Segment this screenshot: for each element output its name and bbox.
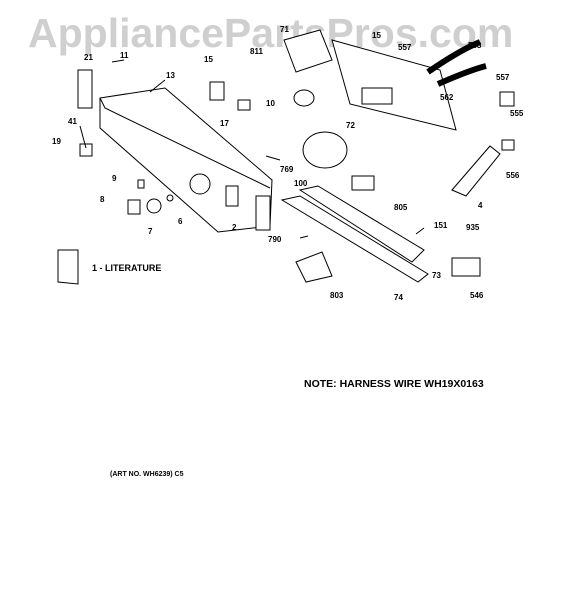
literature-booklet <box>57 249 79 285</box>
callout: 100 <box>294 179 308 188</box>
callout: 8 <box>100 195 105 204</box>
callout: 769 <box>280 165 294 174</box>
watermark: AppliancePartsPros.com <box>28 10 514 56</box>
callout: 71 <box>280 25 289 34</box>
harness-note: NOTE: HARNESS WIRE WH19X0163 <box>304 378 484 390</box>
callout: 11 <box>120 51 129 60</box>
art-number: (ART NO. WH6239) C5 <box>110 471 184 478</box>
callout-labels: 71 15 557 558 21 11 13 811 15 10 17 72 5… <box>52 25 524 302</box>
callout: 73 <box>432 271 441 280</box>
callout: 74 <box>394 293 403 302</box>
callout: 557 <box>398 43 412 52</box>
valve-part <box>351 175 375 191</box>
callout: 805 <box>394 203 408 212</box>
callout: 151 <box>434 221 448 230</box>
callout: 2 <box>232 223 237 232</box>
end-cap-part <box>77 69 93 109</box>
callout: 935 <box>466 223 480 232</box>
literature-label: 1 - LITERATURE <box>92 263 162 273</box>
callout: 21 <box>84 53 93 62</box>
callout: 72 <box>346 121 355 130</box>
harness-part <box>451 257 481 277</box>
callout: 803 <box>330 291 344 300</box>
callout: 557 <box>496 73 510 82</box>
callout: 6 <box>178 217 183 226</box>
callout: 790 <box>268 235 282 244</box>
callout: 17 <box>220 119 229 128</box>
callout: 15 <box>204 55 213 64</box>
motor-part <box>302 131 348 169</box>
callout: 811 <box>250 47 263 56</box>
tube-part <box>295 251 333 283</box>
callout: 555 <box>510 109 524 118</box>
callout: 546 <box>470 291 484 300</box>
knob-part <box>146 198 162 214</box>
callout: 556 <box>506 171 520 180</box>
callout: 13 <box>166 71 175 80</box>
callout: 558 <box>468 41 482 50</box>
switch-part <box>225 185 239 207</box>
callout: 7 <box>148 227 153 236</box>
rail-part <box>280 195 429 283</box>
callout: 10 <box>266 99 275 108</box>
bracket-part <box>451 145 501 197</box>
backsplash-part <box>331 39 457 131</box>
callout: 4 <box>478 201 483 210</box>
rail-top-part <box>298 185 425 263</box>
callout: 19 <box>52 137 61 146</box>
callout: 15 <box>372 31 381 40</box>
callout: 562 <box>440 93 454 102</box>
end-cap-right-part <box>255 195 271 231</box>
callout: 9 <box>112 174 117 183</box>
callout: 41 <box>68 117 77 126</box>
